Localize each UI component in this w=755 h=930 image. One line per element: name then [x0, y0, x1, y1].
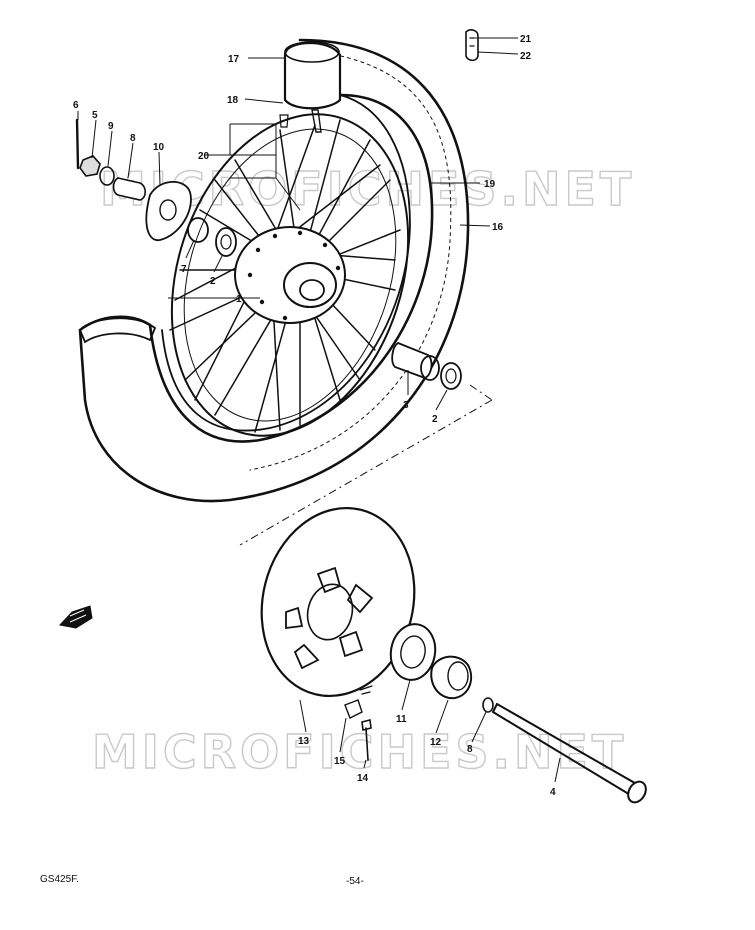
callout-18: 18	[227, 95, 239, 106]
disc-cutouts	[285, 566, 374, 670]
front-wheel-assembly	[75, 29, 479, 503]
nut	[79, 155, 101, 177]
callout-2-right: 2	[432, 414, 438, 425]
tire-cut-end	[78, 317, 157, 344]
spacer-right	[391, 341, 433, 379]
tire-tread-line	[249, 51, 452, 471]
callout-11: 11	[396, 714, 407, 725]
hub-bore	[299, 279, 325, 301]
axle-washer	[482, 697, 494, 713]
bearing-right	[420, 355, 440, 381]
callout-4: 4	[550, 787, 556, 798]
axis-lines	[239, 384, 493, 546]
tire-inner-line	[161, 94, 411, 432]
callout-21: 21	[520, 34, 532, 45]
callout-1: 1	[236, 294, 242, 305]
callout-12: 12	[430, 737, 442, 748]
callout-3: 3	[403, 400, 409, 411]
callout-8-upper: 8	[130, 133, 136, 144]
balancer-weight	[465, 29, 479, 62]
gear-retainer	[145, 180, 192, 241]
callout-13: 13	[298, 736, 310, 747]
callout-8-lower: 8	[467, 744, 473, 755]
bearing-left	[187, 217, 209, 243]
callout-19: 19	[484, 179, 496, 190]
disc-bolt	[361, 719, 372, 761]
hub-center	[283, 262, 337, 308]
valve-cap	[279, 114, 289, 128]
hub-bolt-holes	[247, 230, 341, 321]
callout-10: 10	[153, 142, 165, 153]
bolt-mark	[359, 685, 373, 695]
spacer	[112, 177, 147, 201]
callout-6: 6	[73, 100, 79, 111]
retainer-hole	[159, 199, 177, 221]
callout-15: 15	[334, 756, 346, 767]
oil-seal-right	[440, 362, 462, 390]
callout-7: 7	[181, 264, 187, 275]
callout-16: 16	[492, 222, 504, 233]
front-axle	[492, 703, 641, 797]
watermark-bottom: MICROFICHES.NET	[92, 725, 627, 779]
retainer-ring	[389, 623, 437, 681]
speedometer-gear-box	[430, 655, 473, 700]
washer	[99, 166, 115, 186]
footer-model: GS425F.	[40, 874, 79, 885]
rim-band	[283, 41, 342, 110]
leader-lines	[77, 37, 561, 783]
front-direction-arrow-icon	[59, 605, 93, 629]
callout-2-left: 2	[210, 276, 216, 287]
callout-22: 22	[520, 51, 532, 62]
callout-5: 5	[92, 110, 98, 121]
axle-bolt	[75, 118, 80, 170]
rim-band-top	[284, 41, 340, 63]
oil-seal-left	[215, 227, 237, 257]
valve	[311, 109, 322, 133]
callout-9: 9	[108, 121, 114, 132]
brake-disc-assembly	[260, 506, 647, 804]
disc-center	[306, 583, 354, 641]
callout-20: 20	[198, 151, 210, 162]
footer-page-number: -54-	[346, 876, 364, 887]
callout-17: 17	[228, 54, 240, 65]
callout-14: 14	[357, 773, 369, 784]
rim-ellipse	[170, 113, 410, 437]
axle-head	[627, 780, 647, 804]
lock-washer	[344, 699, 363, 719]
callout-labels: 1 2 2 3 4 5 6 7 8 8 9 10 11 12 13 14 15 …	[73, 34, 556, 798]
